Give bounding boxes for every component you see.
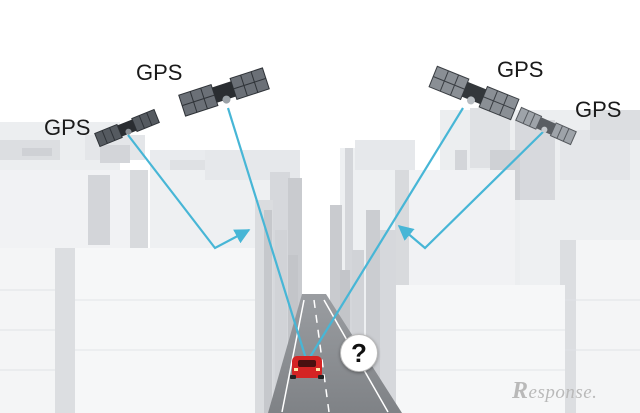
car-icon — [290, 356, 324, 379]
signal-path-2-direct — [226, 107, 309, 363]
signal-path-1-reflected — [127, 134, 251, 250]
signal-path-4-reflected — [397, 130, 545, 250]
satellite-1-label: GPS — [44, 115, 91, 140]
satellite-4-label: GPS — [575, 97, 622, 122]
watermark-initial: R — [512, 378, 529, 404]
signal-path-3-direct — [306, 107, 464, 363]
watermark-logo: Response. — [512, 378, 597, 405]
satellite-3-icon — [428, 65, 520, 121]
satellite-1-icon — [94, 108, 160, 148]
watermark-rest: esponse. — [528, 382, 598, 403]
satellite-2-icon — [178, 67, 270, 117]
question-mark-icon: ? — [340, 334, 378, 372]
gps-signals — [127, 107, 545, 363]
satellite-3-label: GPS — [497, 57, 544, 82]
foreground-buildings-right — [340, 210, 640, 413]
satellite-4-icon — [515, 106, 577, 146]
satellite-2-label: GPS — [136, 60, 183, 85]
